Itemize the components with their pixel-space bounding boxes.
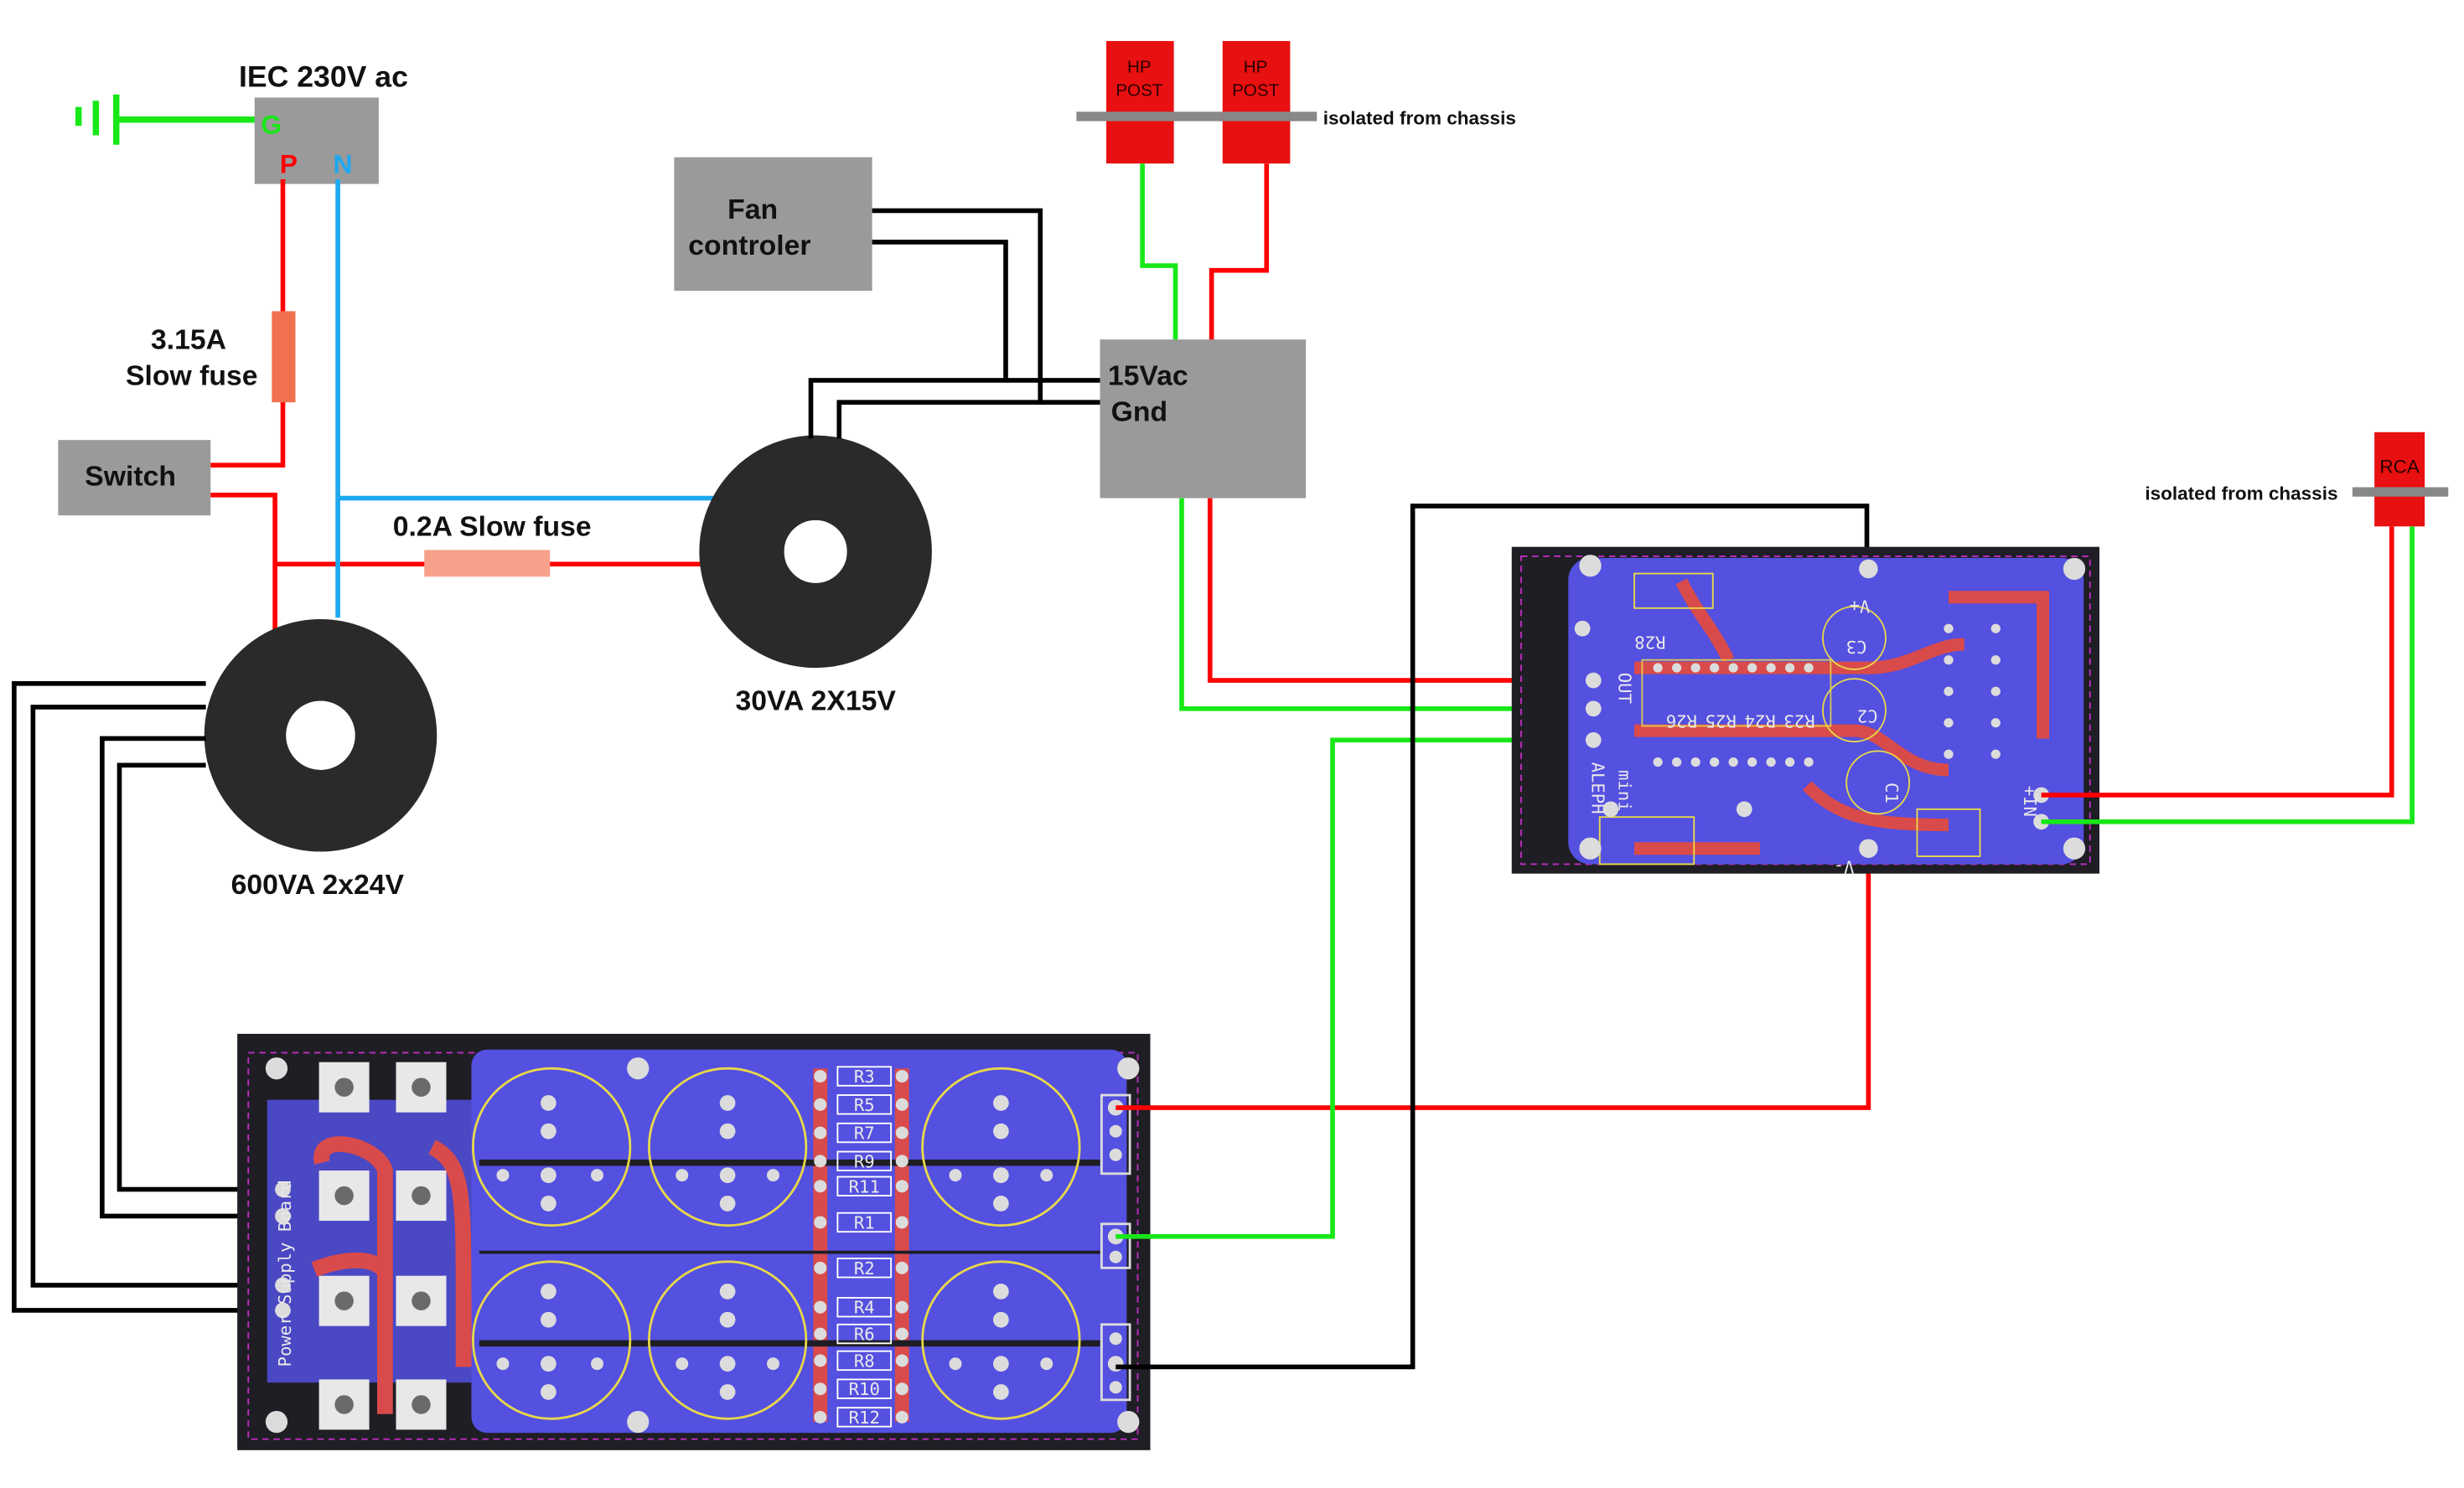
psu-r9: R9: [854, 1151, 875, 1171]
amp-pad-vplus: V+: [1849, 596, 1870, 616]
psu-r10: R10: [849, 1379, 880, 1399]
psu-r1: R1: [854, 1212, 875, 1232]
box-gnd-label: Gnd: [1111, 396, 1167, 428]
hp-ground-wire: [1140, 163, 1178, 340]
box-15vac-label: 15Vac: [1108, 360, 1188, 392]
fan-wire-1: [872, 208, 1043, 403]
small-transformer-label: 30VA 2X15V: [736, 685, 897, 717]
fan-controller-label-2: controler: [688, 230, 810, 261]
big-tx-secondaries: [12, 681, 283, 1313]
iec-inlet-box: [254, 97, 379, 184]
small-transformer: [699, 435, 932, 669]
amp-r25: R25: [1706, 710, 1737, 731]
big-transformer: [204, 618, 437, 852]
amp-c1: C1: [1882, 783, 1902, 803]
psu-resistors: R3 R5 R7 R9 R11 R1 R2 R4 R6 R8 R10 R12: [814, 1066, 908, 1428]
amp-r28: R28: [1634, 633, 1665, 653]
iec-neutral-pin-label: N: [334, 148, 353, 178]
phase-wire: [210, 178, 286, 468]
psu-r6: R6: [854, 1325, 875, 1345]
hp-isolated-note: isolated from chassis: [1323, 107, 1516, 128]
iec-phase-pin-label: P: [280, 148, 298, 178]
main-fuse: [272, 311, 296, 403]
psu-positive-to-amp: [1116, 848, 1871, 1110]
fan-controller-label-1: Fan: [727, 194, 778, 225]
amp-board: ALEPH mini R26 R25 R24 R23 R28 C2 C3 C1 …: [1511, 546, 2099, 877]
psu-r11: R11: [849, 1176, 880, 1196]
amp-board-brand-2: mini: [1614, 770, 1634, 812]
fan-controller-box: [674, 157, 872, 292]
rca-connector: RCA: [2374, 431, 2425, 527]
amp-c2: C2: [1857, 706, 1878, 726]
psu-r12: R12: [849, 1408, 880, 1428]
rca-signal-wire: [2041, 526, 2394, 798]
small-tx-secondary-2: [836, 400, 1100, 439]
rca-label: RCA: [2379, 457, 2420, 478]
amp-pad-vminus: V-: [1834, 857, 1855, 877]
rca-ground-wire: [2041, 526, 2415, 824]
amp-pad-out: OUT: [1614, 673, 1634, 704]
rca-isolated-note: isolated from chassis: [2145, 483, 2337, 504]
switch-label: Switch: [85, 461, 176, 493]
hp-post-2: HP POST: [1222, 40, 1291, 164]
small-fuse-label: 0.2A Slow fuse: [393, 511, 592, 543]
hp-post-2-label: HP: [1244, 57, 1268, 76]
small-fuse: [424, 550, 551, 577]
psu-r3: R3: [854, 1067, 875, 1087]
power-switch-box: [58, 440, 211, 516]
amp-c3: C3: [1846, 637, 1867, 657]
box-green-to-amp: [1179, 498, 1594, 711]
psu-r2: R2: [854, 1258, 875, 1279]
small-tx-secondary-1: [808, 378, 1100, 439]
big-transformer-label: 600VA 2x24V: [231, 869, 405, 901]
hp-post-1-label: HP: [1127, 57, 1152, 76]
amp-r24: R24: [1745, 710, 1776, 731]
psu-board: R3 R5 R7 R9 R11 R1 R2 R4 R6 R8 R10 R12: [237, 1033, 1151, 1450]
amp-board-brand: ALEPH: [1587, 762, 1607, 814]
main-fuse-type: Slow fuse: [126, 360, 258, 392]
hp-post-1-label-2: POST: [1116, 81, 1163, 101]
earth-symbol-icon: [75, 94, 264, 145]
headphone-supply-box: [1100, 339, 1307, 499]
switched-phase-wire: [210, 493, 277, 637]
hp-post-2-label-2: POST: [1232, 81, 1280, 101]
psu-r5: R5: [854, 1095, 875, 1115]
psu-board-title: Power Supply Board: [275, 1180, 295, 1367]
psu-r7: R7: [854, 1124, 875, 1144]
amp-pad-in: +IN: [2020, 786, 2040, 817]
psu-ground-to-amp: [1116, 737, 1594, 1239]
hp-post-1: HP POST: [1106, 40, 1174, 164]
fan-wire-2: [872, 240, 1008, 380]
amp-r23: R23: [1783, 710, 1814, 731]
box-red-to-amp: [1207, 498, 1594, 683]
amp-r26: R26: [1666, 710, 1697, 731]
psu-r4: R4: [854, 1298, 875, 1318]
hp-signal-wire: [1209, 163, 1270, 340]
psu-negative-to-amp: [1116, 504, 1870, 1370]
psu-r8: R8: [854, 1351, 875, 1371]
iec-ground-pin-label: G: [261, 110, 282, 140]
main-fuse-rating: 3.15A: [151, 323, 226, 355]
iec-label: IEC 230V ac: [239, 59, 408, 93]
